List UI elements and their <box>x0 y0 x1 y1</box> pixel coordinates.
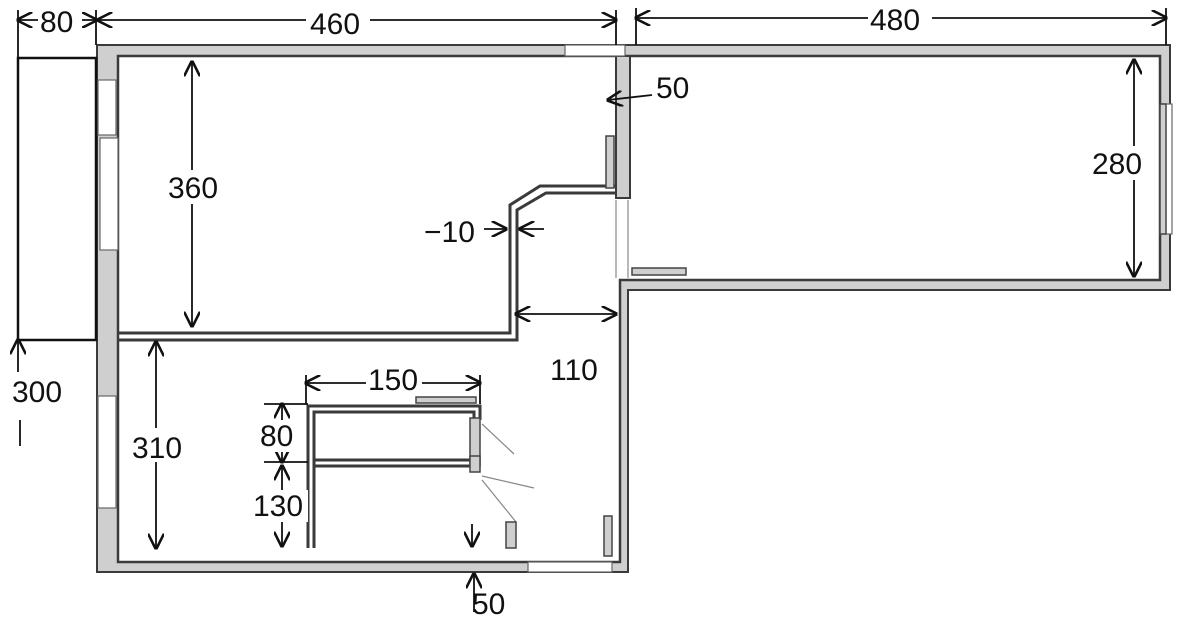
dim-balcony-length: 300 <box>12 376 62 409</box>
doors <box>415 135 687 557</box>
dim-wc-depth: 80 <box>260 420 293 453</box>
room1-partition <box>118 184 616 342</box>
dim-bath-depth: 130 <box>253 490 303 523</box>
dim-niche-offset: −10 <box>424 216 475 249</box>
dim-bath-width: 150 <box>368 364 418 397</box>
dim-room1-depth: 360 <box>168 172 218 205</box>
dim-corridor-width: 110 <box>550 354 598 387</box>
dim-room2-depth: 280 <box>1092 148 1142 181</box>
bathroom-block <box>306 404 535 549</box>
windows <box>97 44 1173 573</box>
outer-walls <box>96 44 1171 573</box>
dimension-labels: 80 460 480 50 280 360 −10 110 300 310 15… <box>12 4 1150 621</box>
dim-balcony-depth: 80 <box>40 6 73 39</box>
balcony <box>16 56 98 342</box>
dim-bottom-wall: 50 <box>472 588 505 621</box>
dim-room2-width: 480 <box>870 4 920 37</box>
dim-kitchen-depth: 310 <box>132 432 182 465</box>
dim-room1-width: 460 <box>310 8 360 41</box>
dim-wall-partition: 50 <box>656 72 689 105</box>
